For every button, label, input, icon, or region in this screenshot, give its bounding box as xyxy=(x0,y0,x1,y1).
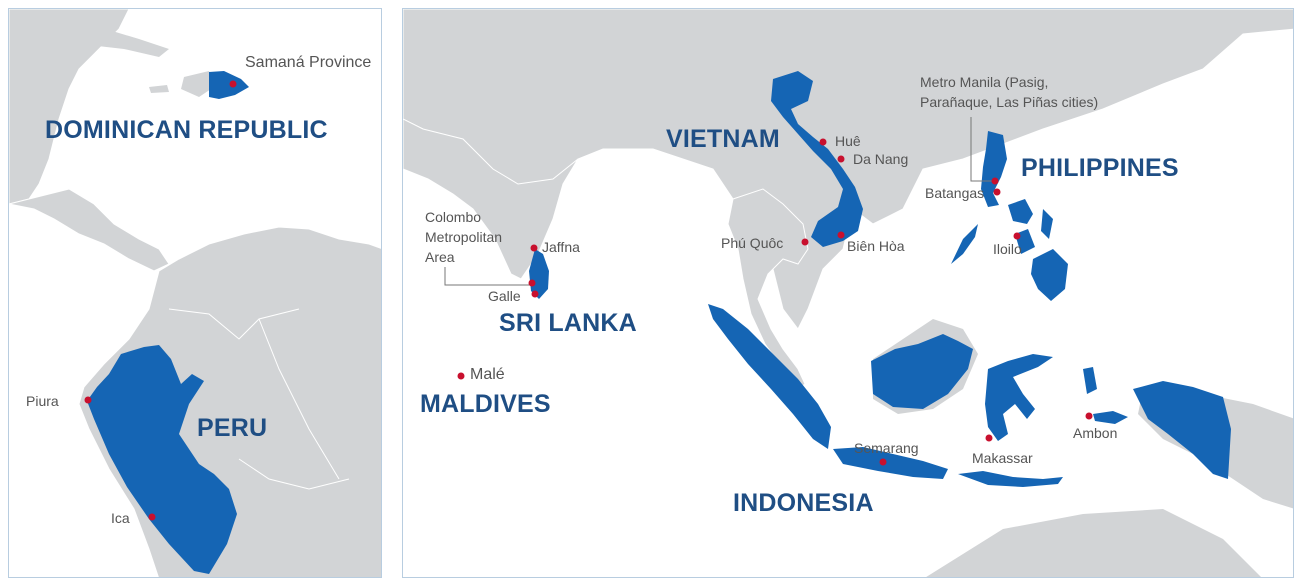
city-label-ica: Ica xyxy=(111,510,130,526)
indochina-land xyxy=(727,188,809,390)
papua-shape xyxy=(1133,381,1231,479)
country-label-vietnam: VIETNAM xyxy=(666,125,780,153)
metro-manila-dot xyxy=(991,177,999,185)
galle-dot xyxy=(531,290,539,298)
ica-dot xyxy=(148,513,156,521)
batangas-dot xyxy=(993,188,1001,196)
city-label-phu-quoc: Phú Quôc xyxy=(721,235,784,251)
sumatra-shape xyxy=(708,304,831,449)
phu-quoc-dot xyxy=(801,238,809,246)
da-nang-dot xyxy=(837,155,845,163)
asia-map-svg xyxy=(403,9,1293,577)
lesser-sunda-shape xyxy=(958,471,1063,487)
jamaica-island xyxy=(149,85,169,93)
americas-map-panel: Samaná Province DOMINICAN REPUBLIC Piura… xyxy=(8,8,382,578)
male-dot xyxy=(457,372,465,380)
sri-lanka-shape xyxy=(529,249,549,299)
city-label-galle: Galle xyxy=(488,288,521,304)
city-label-colombo-line3: Area xyxy=(425,249,455,265)
city-label-samana: Samaná Province xyxy=(245,54,372,71)
city-label-bien-hoa: Biên Hòa xyxy=(847,238,905,254)
jaffna-dot xyxy=(530,244,538,252)
ambon-dot xyxy=(1085,412,1093,420)
city-label-da-nang: Da Nang xyxy=(853,151,909,167)
city-label-metro-manila-line1: Metro Manila (Pasig, xyxy=(920,74,1049,90)
java-shape xyxy=(833,447,948,479)
americas-map-svg xyxy=(9,9,381,577)
colombo-dot xyxy=(528,279,536,287)
iloilo-dot xyxy=(1013,232,1021,240)
hue-dot xyxy=(819,138,827,146)
cuba-island xyxy=(64,27,169,57)
city-label-semarang: Semarang xyxy=(854,440,919,456)
city-label-piura: Piura xyxy=(26,393,59,409)
bien-hoa-dot xyxy=(837,231,845,239)
city-label-male: Malé xyxy=(470,366,505,383)
city-label-colombo-line2: Metropolitan xyxy=(425,229,503,245)
australia-land xyxy=(926,509,1261,577)
india-land xyxy=(403,118,579,280)
hispaniola-island xyxy=(181,71,214,97)
vietnam-shape xyxy=(771,71,863,247)
makassar-dot xyxy=(985,434,993,442)
country-label-dominican-republic: DOMINICAN REPUBLIC xyxy=(45,116,328,144)
city-label-colombo-line1: Colombo xyxy=(425,209,482,225)
dominican-republic-shape xyxy=(209,71,249,99)
country-label-peru: PERU xyxy=(197,414,268,442)
city-label-metro-manila-line2: Parañaque, Las Piñas cities) xyxy=(920,94,1099,110)
semarang-dot xyxy=(879,458,887,466)
country-label-sri-lanka: SRI LANKA xyxy=(499,309,637,337)
country-label-indonesia: INDONESIA xyxy=(733,489,874,517)
city-label-iloilo: Iloilo xyxy=(993,241,1022,257)
city-label-ambon: Ambon xyxy=(1073,425,1118,441)
country-label-maldives: MALDIVES xyxy=(420,390,551,418)
sulawesi-shape xyxy=(985,354,1053,441)
asia-map-panel: VIETNAM Huê Da Nang Phú Quôc Biên Hòa Me… xyxy=(402,8,1294,578)
city-label-hue: Huê xyxy=(835,133,861,149)
central-america-land xyxy=(9,188,170,272)
city-label-batangas: Batangas xyxy=(925,185,985,201)
peru-shape xyxy=(87,345,237,574)
maluku-shape xyxy=(1083,367,1097,394)
country-label-philippines: PHILIPPINES xyxy=(1021,154,1179,182)
city-label-makassar: Makassar xyxy=(972,450,1033,466)
piura-dot xyxy=(84,396,92,404)
taiwan-island xyxy=(1013,57,1027,85)
hainan-island xyxy=(858,129,881,147)
country-borders xyxy=(168,308,350,490)
kalimantan-shape xyxy=(871,334,973,409)
ambon-island-shape xyxy=(1093,411,1128,424)
city-label-jaffna: Jaffna xyxy=(542,239,580,255)
samana-dot xyxy=(229,80,237,88)
